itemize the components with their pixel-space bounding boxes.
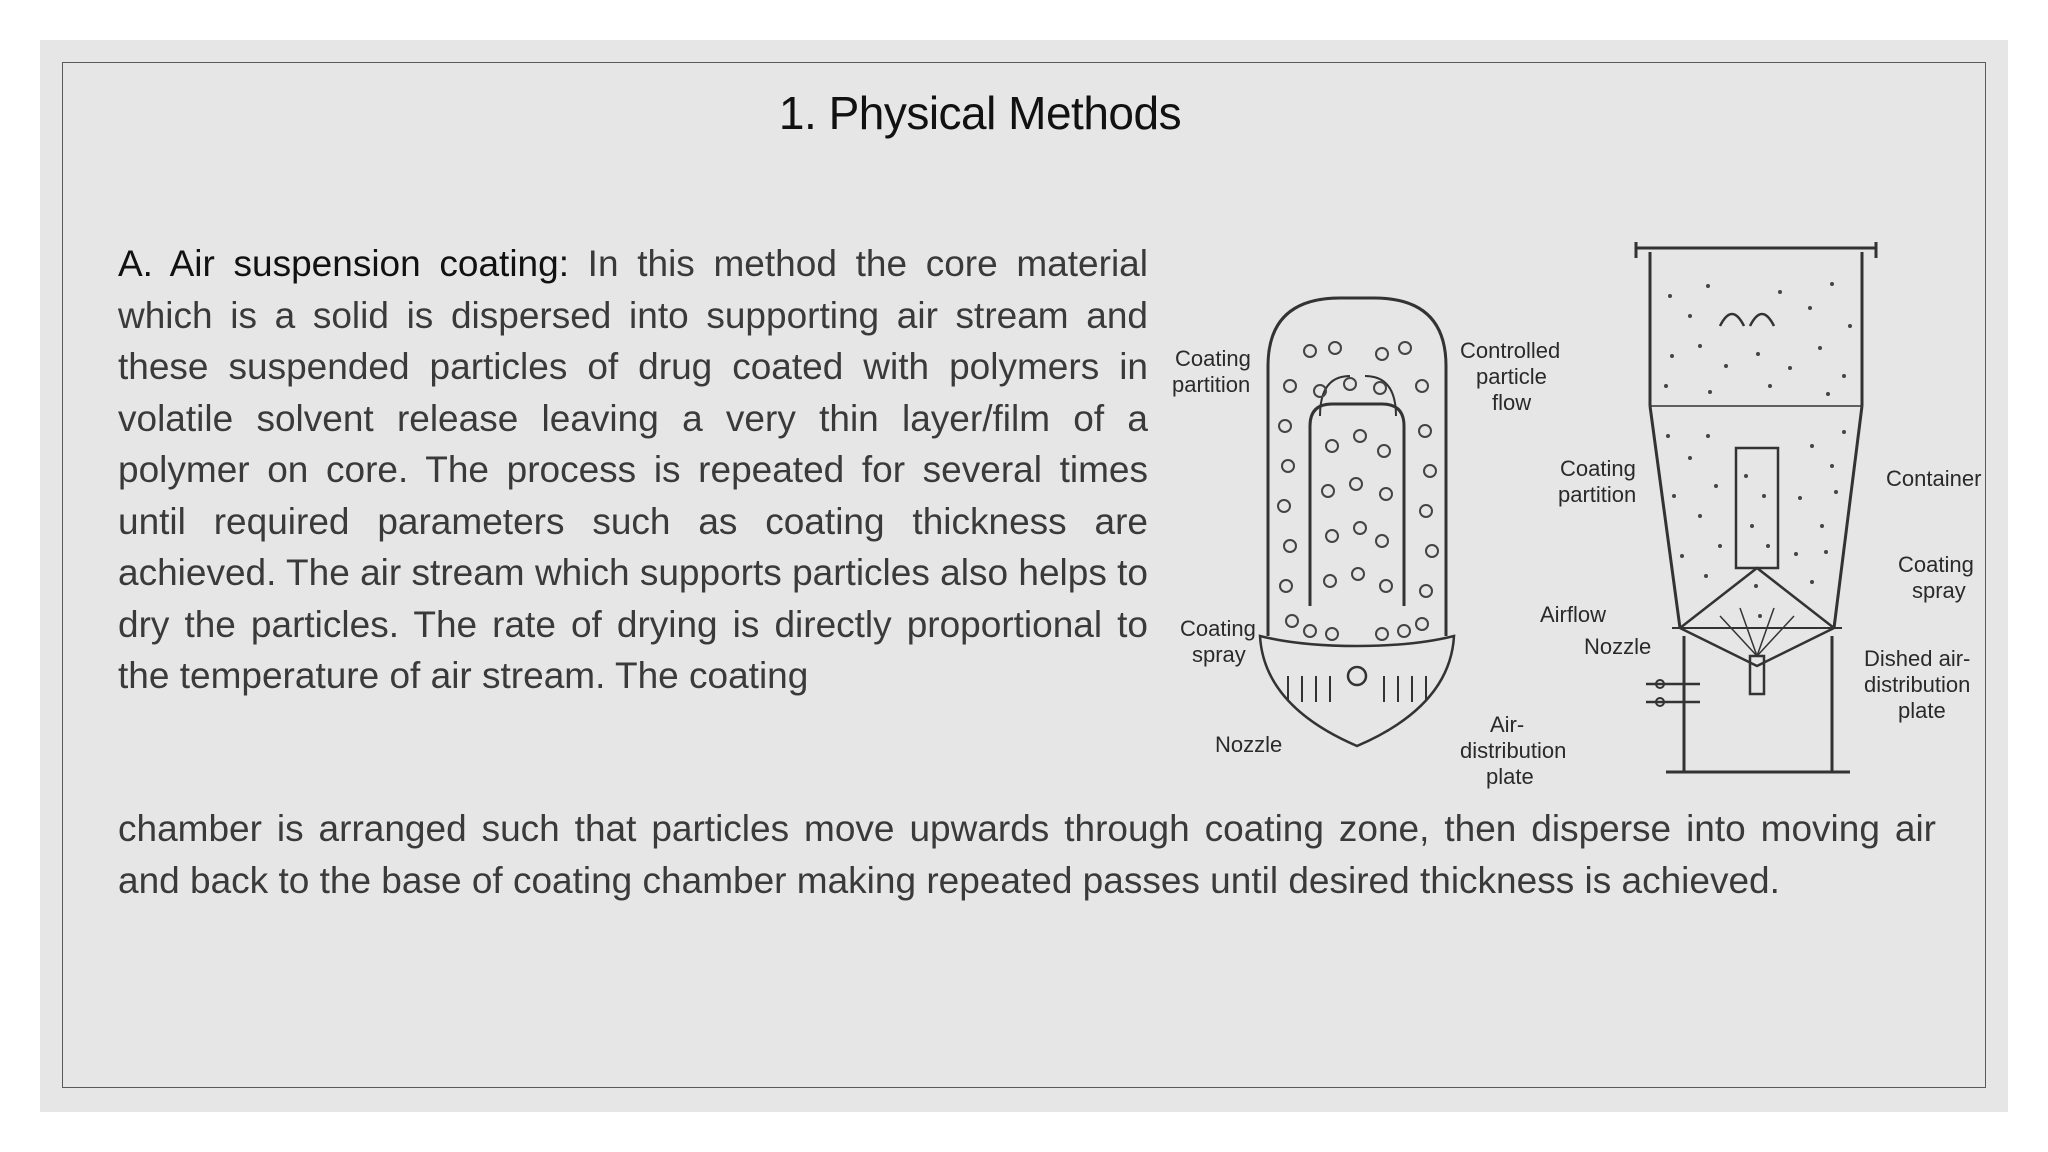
label-dished-2: distribution bbox=[1864, 672, 1970, 697]
left-labels: Coating partition Controlled particle fl… bbox=[1172, 338, 1566, 789]
label-controlled-2: particle bbox=[1476, 364, 1547, 389]
air-suspension-coating-diagram: Coating partition Controlled particle fl… bbox=[1172, 242, 1981, 789]
paragraph-top: A. Air suspension coating: In this metho… bbox=[118, 238, 1148, 702]
slide-title: 1. Physical Methods bbox=[778, 87, 1182, 139]
label-right-coating-spray-2: spray bbox=[1912, 578, 1966, 603]
label-right-nozzle: Nozzle bbox=[1584, 634, 1651, 659]
label-right-coating-partition-2: partition bbox=[1558, 482, 1636, 507]
left-apparatus bbox=[1258, 296, 1456, 748]
paragraph-top-body: In this method the core material which i… bbox=[118, 243, 1148, 696]
label-controlled-1: Controlled bbox=[1460, 338, 1560, 363]
right-nozzle bbox=[1748, 654, 1766, 696]
right-apparatus bbox=[1634, 242, 1878, 774]
right-particles bbox=[1664, 282, 1852, 618]
label-container: Container bbox=[1886, 466, 1981, 491]
right-coating-partition bbox=[1734, 446, 1780, 570]
label-dished-3: plate bbox=[1898, 698, 1946, 723]
label-right-coating-spray-1: Coating bbox=[1898, 552, 1974, 577]
label-right-coating-partition-1: Coating bbox=[1560, 456, 1636, 481]
slide-frame bbox=[62, 62, 1986, 1088]
label-left-coating-partition-1: Coating bbox=[1175, 346, 1251, 371]
label-airflow: Airflow bbox=[1540, 602, 1606, 627]
paragraph-bottom: chamber is arranged such that particles … bbox=[118, 808, 1936, 901]
label-left-coating-spray-2: spray bbox=[1192, 642, 1246, 667]
label-air-dist-3: plate bbox=[1486, 764, 1534, 789]
label-left-coating-spray-1: Coating bbox=[1180, 616, 1256, 641]
label-air-dist-1: Air- bbox=[1490, 712, 1524, 737]
slide-background bbox=[40, 40, 2008, 1112]
lead-heading: A. Air suspension coating: bbox=[118, 243, 569, 284]
label-dished-1: Dished air- bbox=[1864, 646, 1970, 671]
label-left-nozzle: Nozzle bbox=[1215, 732, 1282, 757]
left-air-arrows bbox=[1287, 676, 1427, 702]
left-coating-partition bbox=[1308, 402, 1406, 606]
label-left-coating-partition-2: partition bbox=[1172, 372, 1250, 397]
left-chamber-outline bbox=[1266, 296, 1448, 636]
label-controlled-3: flow bbox=[1492, 390, 1531, 415]
left-particles bbox=[1277, 341, 1439, 641]
right-labels: Coating partition Airflow Nozzle Contain… bbox=[1540, 456, 1981, 723]
left-nozzle bbox=[1346, 665, 1368, 687]
label-air-dist-2: distribution bbox=[1460, 738, 1566, 763]
left-bottom-bowl bbox=[1258, 634, 1456, 748]
